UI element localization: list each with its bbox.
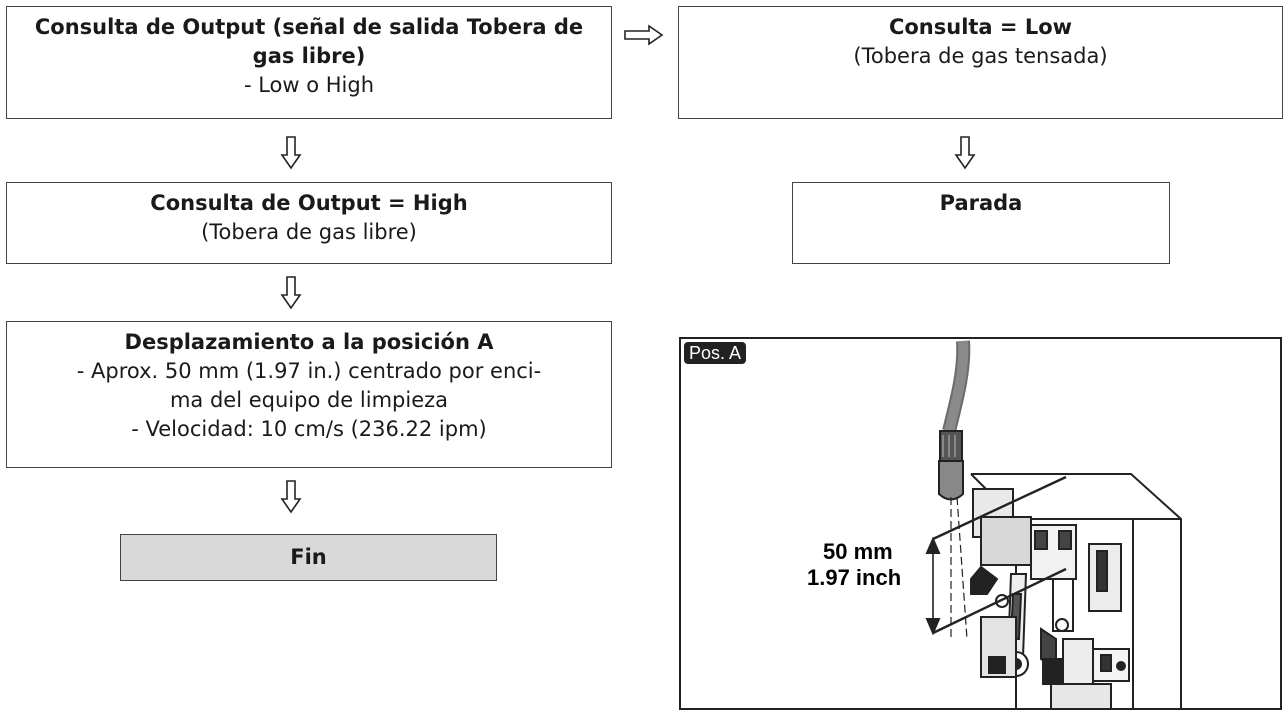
arrow-down-icon	[280, 480, 302, 514]
step-desc: ma del equipo de limpieza	[169, 388, 449, 412]
step-desc: (Tobera de gas libre)	[201, 220, 417, 244]
step-title: Consulta = Low	[888, 15, 1073, 39]
position-badge: Pos. A	[684, 342, 747, 364]
step-output-query: Consulta de Output (señal de salida Tobe…	[6, 6, 612, 119]
step-desc: - Aprox. 50 mm (1.97 in.) centrado por e…	[76, 359, 542, 383]
arrow-down-icon	[280, 276, 302, 310]
step-desc: (Tobera de gas tensada)	[853, 44, 1108, 68]
step-desc: - Velocidad: 10 cm/s (236.22 ipm)	[131, 417, 487, 441]
step-title: Parada	[939, 191, 1023, 215]
arrow-down-icon	[280, 136, 302, 170]
dimension-inch-label: 1.97 inch	[807, 565, 901, 590]
step-title: Desplazamiento a la posición A	[124, 330, 494, 354]
dimension-mm-label: 50 mm	[823, 539, 893, 564]
step-stop: Parada	[792, 182, 1170, 264]
step-desc: - Low o High	[243, 73, 375, 97]
step-title: Consulta de Output (señal de salida Tobe…	[34, 15, 584, 68]
arrow-right-icon	[624, 24, 664, 46]
torch-drawing: 50 mm 1.97 inch	[807, 340, 1182, 708]
step-query-low: Consulta = Low (Tobera de gas tensada)	[678, 6, 1283, 119]
step-title: Consulta de Output = High	[150, 191, 468, 215]
arrow-down-icon	[954, 136, 976, 170]
torch-cleaning-station-illustration: Pos. A	[679, 337, 1282, 710]
step-output-high: Consulta de Output = High (Tobera de gas…	[6, 182, 612, 264]
step-title: Fin	[290, 545, 327, 569]
step-move-position-a: Desplazamiento a la posición A - Aprox. …	[6, 321, 612, 468]
step-end: Fin	[120, 534, 497, 581]
